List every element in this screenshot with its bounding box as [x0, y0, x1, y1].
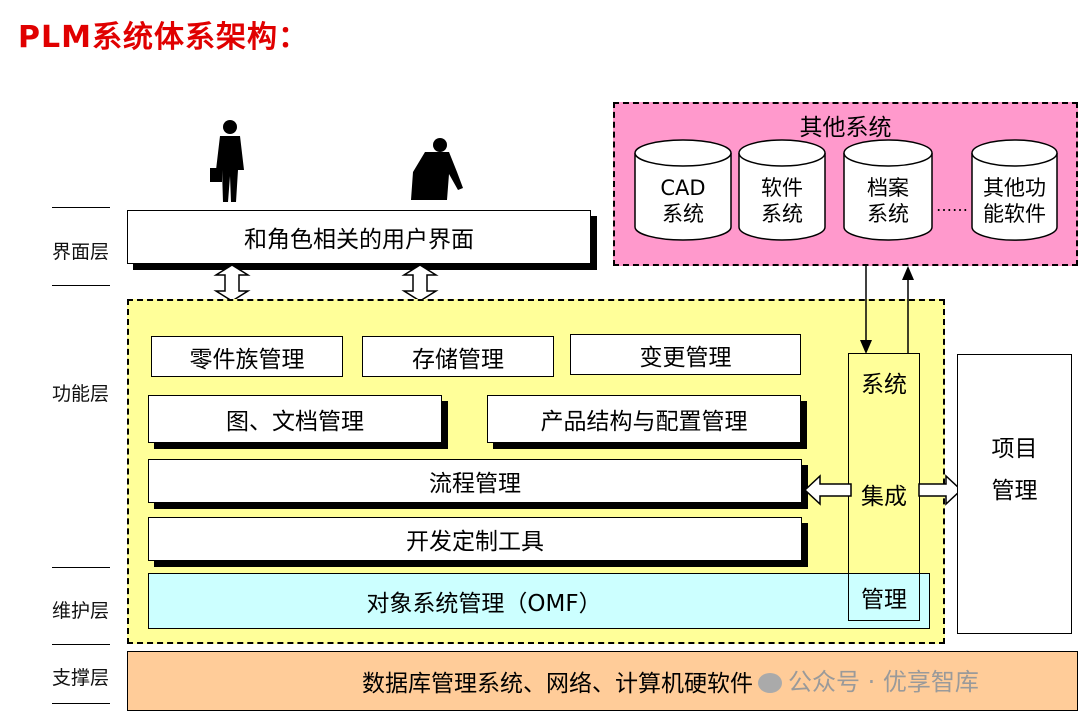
ellipsis-text: …… [936, 196, 968, 215]
left-double-arrow-icon [804, 474, 852, 506]
database-icon [971, 139, 1058, 241]
database-icon [738, 139, 826, 241]
double-arrow-icon [213, 264, 251, 302]
database-cylinder-software: 软件 系统 [738, 139, 826, 243]
role-ui-box: 和角色相关的用户界面 [127, 210, 591, 264]
layer-divider [52, 207, 110, 208]
right-double-arrow-icon [918, 474, 962, 506]
layer-divider [52, 644, 110, 645]
arrow-down-icon [860, 340, 872, 354]
layer-divider [52, 703, 110, 704]
layer-label-maintenance: 维护层 [52, 600, 110, 622]
database-cylinder-archive: 档案 系统 [843, 139, 933, 243]
project-label-line2: 管理 [991, 478, 1038, 504]
module-label: 产品结构与配置管理 [540, 409, 748, 435]
module-label: 图、文档管理 [226, 409, 364, 435]
integration-management-box: 管理 [848, 573, 920, 621]
workflow-module: 流程管理 [148, 459, 802, 503]
double-arrow-icon [401, 264, 439, 302]
database-cylinder-cad: CAD 系统 [634, 139, 732, 243]
module-label: 零件族管理 [189, 346, 305, 373]
product-structure-module: 产品结构与配置管理 [487, 395, 801, 443]
omf-module: 对象系统管理（OMF） [148, 573, 930, 629]
integration-arrows [860, 266, 914, 354]
watermark-text: 公众号 · 优享智库 [788, 668, 979, 696]
cylinder-label-line1: CAD [660, 176, 706, 200]
storage-module: 存储管理 [362, 336, 554, 377]
cylinder-label-line1: 其他功 [983, 176, 1046, 200]
layer-divider [52, 285, 110, 286]
cylinder-label-line2: 能软件 [983, 202, 1046, 226]
arrow-up-icon [902, 266, 914, 280]
standing-user-icon [210, 120, 244, 202]
other-systems-title: 其他系统 [799, 115, 892, 141]
watermark: 公众号 · 优享智库 [758, 662, 979, 697]
module-label: 存储管理 [412, 346, 504, 373]
drawing-doc-module: 图、文档管理 [148, 395, 442, 443]
cylinder-label-line1: 档案 [867, 176, 909, 200]
database-icon [843, 139, 933, 241]
leaning-user-icon [411, 138, 463, 200]
page-title: PLM系统体系架构： [18, 20, 309, 55]
project-management-box [957, 354, 1072, 634]
layer-divider [52, 567, 110, 568]
dev-tools-module: 开发定制工具 [148, 517, 802, 561]
database-icon [634, 139, 732, 241]
cylinder-label-line2: 系统 [761, 202, 803, 226]
cylinder-label-line2: 系统 [867, 202, 909, 226]
module-label: 流程管理 [429, 471, 521, 497]
integration-label-middle: 集成 [861, 484, 907, 510]
project-label-line1: 项目 [991, 436, 1038, 462]
layer-label-interface: 界面层 [52, 241, 110, 263]
integration-label-bottom: 管理 [861, 587, 907, 613]
module-label: 对象系统管理（OMF） [366, 591, 602, 617]
cylinder-label-line1: 软件 [761, 176, 803, 200]
module-label: 变更管理 [639, 344, 732, 371]
support-layer-box: 数据库管理系统、网络、计算机硬软件 [127, 651, 1078, 711]
project-management-label: 项目 管理 [957, 428, 1072, 512]
module-label: 开发定制工具 [406, 529, 544, 555]
layer-label-function: 功能层 [52, 383, 110, 405]
layer-label-support: 支撑层 [52, 667, 110, 689]
database-cylinder-other: 其他功 能软件 [971, 139, 1058, 243]
integration-label-top: 系统 [861, 372, 907, 398]
support-label: 数据库管理系统、网络、计算机硬软件 [362, 671, 753, 697]
change-module: 变更管理 [570, 334, 801, 375]
wechat-icon [758, 673, 782, 693]
part-family-module: 零件族管理 [151, 336, 343, 377]
role-ui-label: 和角色相关的用户界面 [244, 227, 474, 253]
cylinder-label-line2: 系统 [662, 202, 704, 226]
